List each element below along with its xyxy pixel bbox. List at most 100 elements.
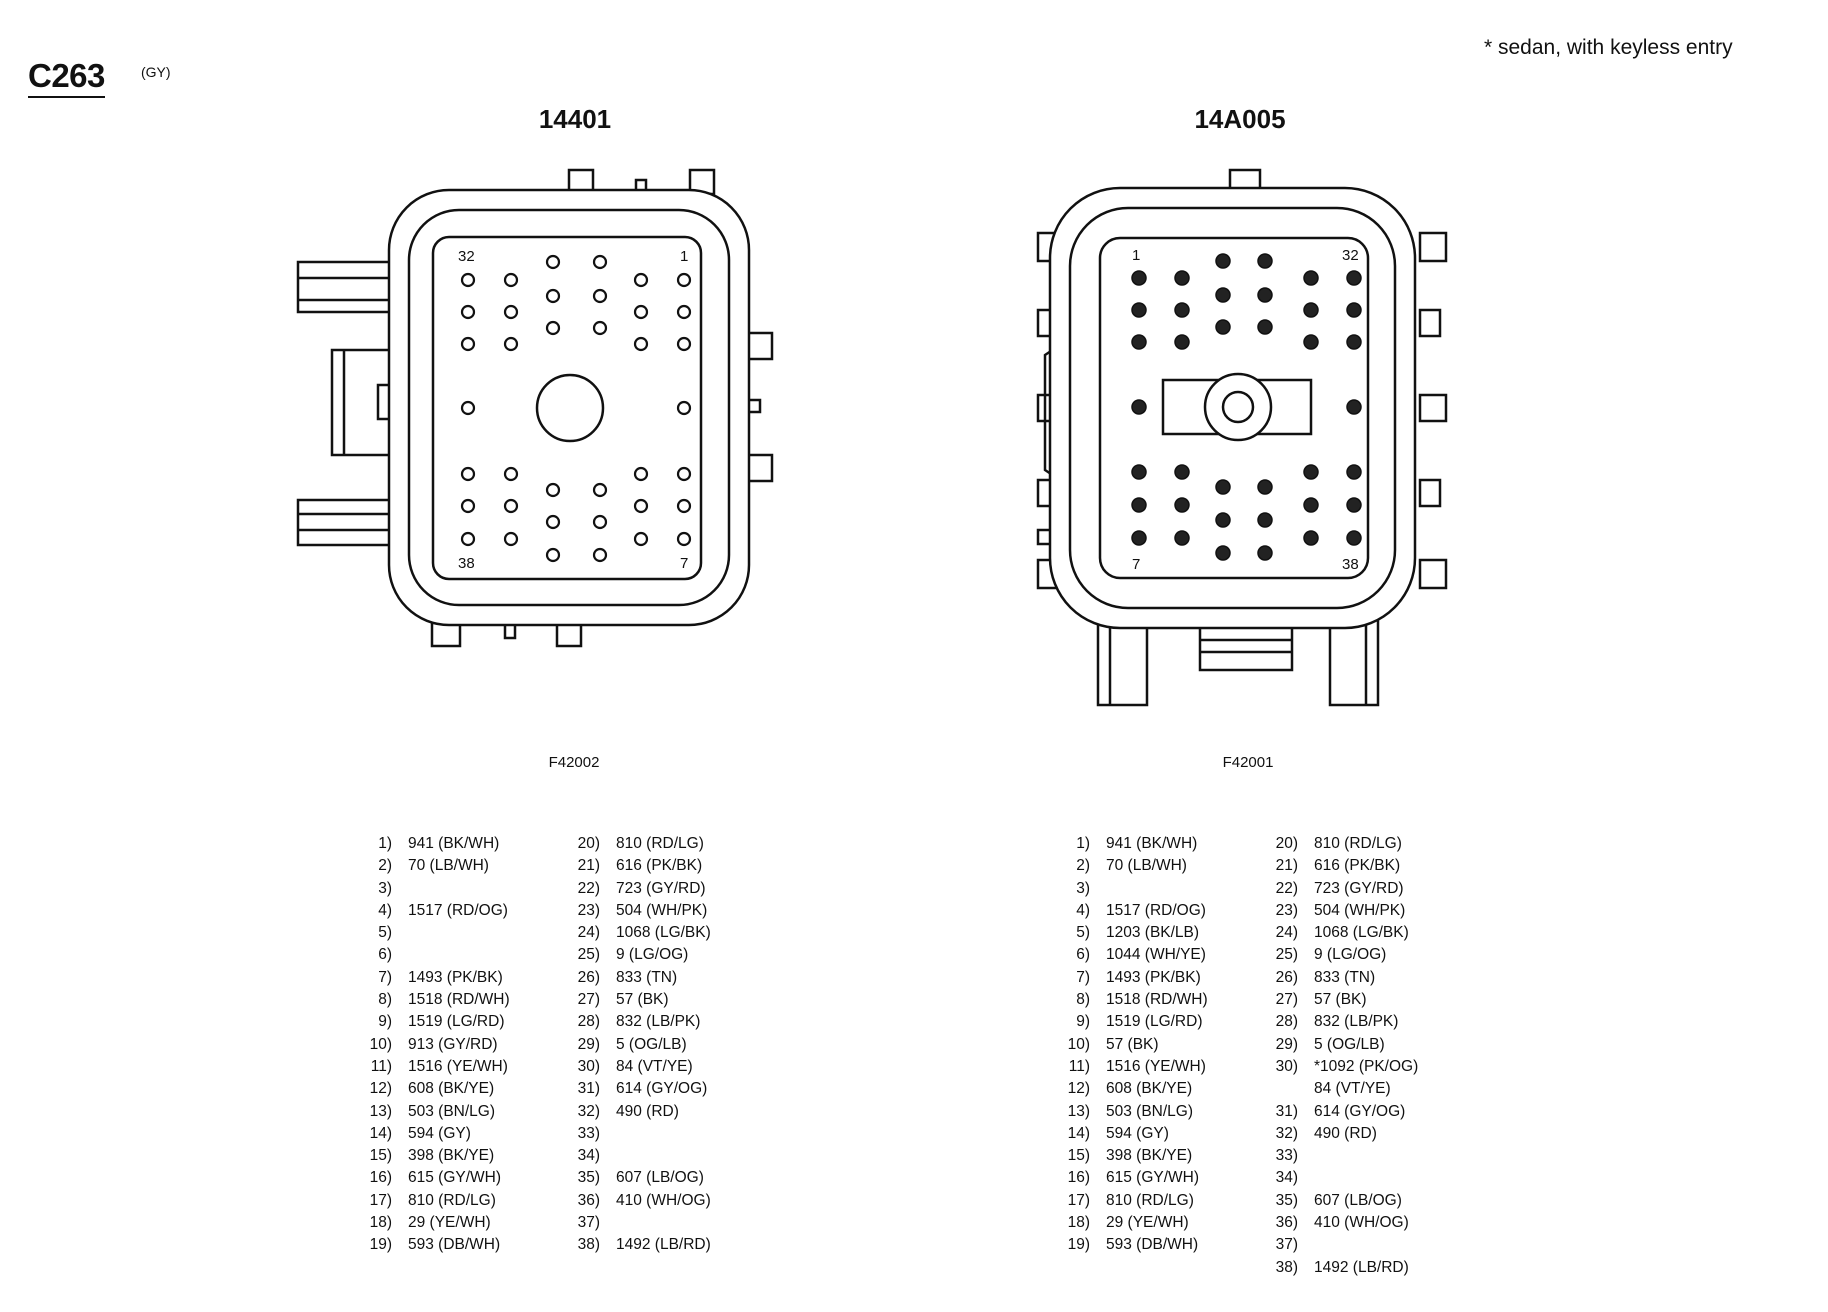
pin-number: 34): [1275, 1169, 1298, 1187]
pin-cavity: [1346, 302, 1362, 318]
pinout-row: 28)832 (LB/PK): [560, 1011, 711, 1033]
pinout-row: 25)9 (LG/OG): [560, 944, 711, 966]
pin-number: 3): [378, 879, 392, 897]
pin-circuit: 29 (YE/WH): [408, 1214, 491, 1232]
pin-cavity: [1215, 287, 1231, 303]
pin-number: 4): [378, 901, 392, 919]
pin-circuit: 57 (BK): [1106, 1035, 1159, 1053]
pinout-row: 8)1518 (RD/WH): [1050, 989, 1207, 1011]
pin-number: 30): [577, 1057, 600, 1075]
pin-number: 18): [369, 1214, 392, 1232]
pin-cavity: [1303, 497, 1319, 513]
pin-cavity: [676, 531, 692, 547]
pinout-row: 18)29 (YE/WH): [1050, 1212, 1208, 1234]
pin-cavity: [1257, 545, 1273, 561]
pin-number: 19): [369, 1236, 392, 1254]
pin-cavity: [592, 482, 608, 498]
pin-cavity: [1131, 270, 1147, 286]
pin-cavity: [676, 272, 692, 288]
pinout-row: 17)810 (RD/LG): [1050, 1190, 1208, 1212]
pin-circuit: 833 (TN): [1314, 968, 1376, 986]
pin-number: 10): [369, 1035, 392, 1053]
pin-number: 26): [1275, 968, 1298, 986]
pin-circuit: 1518 (RD/WH): [408, 991, 510, 1009]
pin-circuit: 1519 (LG/RD): [1106, 1013, 1203, 1031]
pinout-row: 5): [352, 922, 510, 944]
pin-circuit: [1298, 1234, 1314, 1256]
pinout-row: 19)593 (DB/WH): [1050, 1234, 1208, 1256]
pinout-row: 36)410 (WH/OG): [1258, 1212, 1418, 1234]
pin-number: 2): [1076, 857, 1090, 875]
pin-number: 15): [1067, 1147, 1090, 1165]
pin-circuit: 833 (TN): [616, 968, 678, 986]
pin-circuit: 723 (GY/RD): [1314, 879, 1404, 897]
pinout-row: 35)607 (LB/OG): [1258, 1190, 1418, 1212]
pin-number: 13): [1067, 1102, 1090, 1120]
pin-number: 9): [1076, 1013, 1090, 1031]
pinout-row: 1)941 (BK/WH): [352, 833, 510, 855]
pin-cavity: [1174, 497, 1190, 513]
pin-number: 27): [1275, 991, 1298, 1009]
pin-cavity: [1131, 399, 1147, 415]
pin-number: 1): [1076, 835, 1090, 852]
pin-number: 5): [1076, 924, 1090, 942]
pinout-row: 12)608 (BK/YE): [1050, 1078, 1208, 1100]
pin-number: 38): [577, 1236, 600, 1254]
pinout-row: 8)1518 (RD/WH): [352, 989, 510, 1011]
pin-cavity: [1174, 334, 1190, 350]
pin-circuit: 504 (WH/PK): [616, 901, 708, 919]
pin-cavity: [633, 336, 649, 352]
pin-circuit: 1516 (YE/WH): [1106, 1057, 1206, 1075]
pin-circuit: [600, 1145, 616, 1167]
pin-cavity: [592, 514, 608, 530]
pin-circuit: [1090, 878, 1106, 900]
pin-number: 17): [1067, 1191, 1090, 1209]
pin-circuit: 616 (PK/BK): [616, 857, 703, 875]
pin-number: 34): [577, 1147, 600, 1165]
pin-number: 33): [577, 1124, 600, 1142]
pin-number: 30): [1275, 1057, 1298, 1075]
pin-cavity: [1131, 530, 1147, 546]
pin-number: 21): [577, 857, 600, 875]
pin-circuit: 832 (LB/PK): [616, 1013, 701, 1031]
pin-number: 15): [369, 1147, 392, 1165]
pin-circuit: 594 (GY): [408, 1124, 471, 1142]
pin-label-32: 32: [1342, 247, 1359, 264]
pin-cavity: [676, 400, 692, 416]
pin-circuit: 1068 (LG/BK): [616, 924, 711, 942]
pin-cavity: [460, 466, 476, 482]
pin-number: 11): [370, 1057, 392, 1075]
pin-cavity: [460, 400, 476, 416]
pin-cavity: [1131, 334, 1147, 350]
pin-number: [1258, 1078, 1298, 1100]
connector-14401-face: [296, 168, 774, 648]
pinout-row: 36)410 (WH/OG): [560, 1190, 711, 1212]
pin-cavity: [1257, 479, 1273, 495]
pin-number: 20): [1275, 835, 1298, 852]
pinout-row: 35)607 (LB/OG): [560, 1167, 711, 1189]
pin-circuit: 607 (LB/OG): [1314, 1191, 1402, 1209]
pin-cavity: [503, 498, 519, 514]
pin-circuit: 1516 (YE/WH): [408, 1057, 508, 1075]
pin-circuit: 607 (LB/OG): [616, 1169, 704, 1187]
pinout-row: 27)57 (BK): [1258, 989, 1418, 1011]
pinout-row: 2)70 (LB/WH): [1050, 855, 1208, 877]
pin-cavity: [1346, 530, 1362, 546]
pin-cavity: [592, 254, 608, 270]
pin-cavity: [503, 304, 519, 320]
pin-number: 29): [577, 1035, 600, 1053]
pinout-row: 11) 1516 (YE/WH): [352, 1056, 510, 1078]
pin-circuit: 57 (BK): [616, 991, 669, 1009]
pin-cavity: [545, 514, 561, 530]
pin-cavity: [460, 531, 476, 547]
connector-14401-pins: [460, 254, 692, 563]
pin-circuit: 593 (DB/WH): [1106, 1236, 1199, 1254]
pinout-row: 31)614 (GY/OG): [560, 1078, 711, 1100]
pinout-row: 38)1492 (LB/RD): [560, 1234, 711, 1256]
pin-cavity: [1257, 319, 1273, 335]
pinout-row: 28)832 (LB/PK): [1258, 1011, 1418, 1033]
pin-circuit: 615 (GY/WH): [408, 1169, 502, 1187]
pinout-row: 17)810 (RD/LG): [352, 1190, 510, 1212]
pinout-row: 30)*1092 (PK/OG): [1258, 1056, 1419, 1078]
